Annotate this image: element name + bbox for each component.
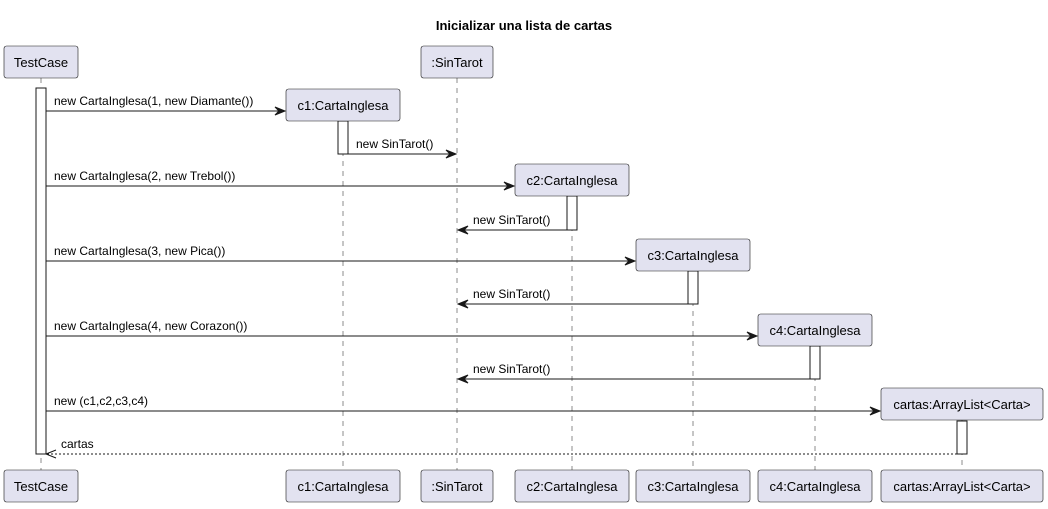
- message-label: cartas: [61, 437, 94, 451]
- activation-c1: [337, 120, 349, 155]
- activation-al: [956, 420, 968, 455]
- participant-al-top: cartas:ArrayList<Carta>: [880, 387, 1044, 421]
- message-label: new CartaInglesa(1, new Diamante()): [54, 94, 253, 108]
- participant-label: cartas:ArrayList<Carta>: [893, 479, 1030, 494]
- activation-tc: [35, 87, 47, 455]
- activation-c3: [687, 270, 699, 305]
- participant-label: c2:CartaInglesa: [526, 173, 618, 188]
- message-7: new CartaInglesa(4, new Corazon()): [46, 319, 759, 341]
- participant-al-bottom: cartas:ArrayList<Carta>: [880, 469, 1044, 503]
- participant-st-top: :SinTarot: [420, 45, 494, 79]
- message-label: new (c1,c2,c3,c4): [54, 394, 148, 408]
- activation-bars: [35, 87, 968, 455]
- participant-label: c2:CartaInglesa: [526, 479, 618, 494]
- message-6: new SinTarot(): [456, 287, 688, 309]
- activation-c2: [566, 195, 578, 231]
- message-1: new CartaInglesa(1, new Diamante()): [46, 94, 287, 116]
- participant-c4-bottom: c4:CartaInglesa: [757, 469, 873, 503]
- message-label: new SinTarot(): [473, 287, 550, 301]
- participant-st-bottom: :SinTarot: [420, 469, 494, 503]
- message-3: new CartaInglesa(2, new Trebol()): [46, 169, 516, 191]
- participant-c1-bottom: c1:CartaInglesa: [285, 469, 401, 503]
- participant-c4-top: c4:CartaInglesa: [757, 313, 873, 347]
- participant-tc-bottom: TestCase: [3, 469, 79, 503]
- message-label: new CartaInglesa(4, new Corazon()): [54, 319, 247, 333]
- message-9: new (c1,c2,c3,c4): [46, 394, 882, 416]
- message-5: new CartaInglesa(3, new Pica()): [46, 244, 637, 266]
- participant-c2-bottom: c2:CartaInglesa: [514, 469, 630, 503]
- activation-c4: [809, 345, 821, 380]
- participant-label: TestCase: [14, 479, 68, 494]
- participant-label: :SinTarot: [431, 479, 483, 494]
- participant-label: c1:CartaInglesa: [297, 479, 389, 494]
- participant-c3-top: c3:CartaInglesa: [635, 238, 751, 272]
- message-label: new CartaInglesa(3, new Pica()): [54, 244, 225, 258]
- participant-c1-top: c1:CartaInglesa: [285, 88, 401, 122]
- participant-label: cartas:ArrayList<Carta>: [893, 397, 1030, 412]
- message-label: new SinTarot(): [356, 137, 433, 151]
- participant-label: c4:CartaInglesa: [769, 323, 861, 338]
- message-label: new SinTarot(): [473, 362, 550, 376]
- message-8: new SinTarot(): [456, 362, 810, 384]
- participant-label: c3:CartaInglesa: [647, 479, 739, 494]
- message-4: new SinTarot(): [456, 213, 567, 235]
- message-label: new CartaInglesa(2, new Trebol()): [54, 169, 235, 183]
- participant-label: c4:CartaInglesa: [769, 479, 861, 494]
- participant-label: c3:CartaInglesa: [647, 248, 739, 263]
- message-10: cartas: [44, 437, 957, 459]
- participant-label: :SinTarot: [431, 55, 483, 70]
- participant-label: TestCase: [14, 55, 68, 70]
- message-2: new SinTarot(): [348, 137, 458, 159]
- participant-tc-top: TestCase: [3, 45, 79, 79]
- participant-c3-bottom: c3:CartaInglesa: [635, 469, 751, 503]
- participants: TestCaseTestCasec1:CartaInglesac1:CartaI…: [3, 45, 1044, 503]
- diagram-title: Inicializar una lista de cartas: [436, 18, 612, 33]
- participant-label: c1:CartaInglesa: [297, 98, 389, 113]
- participant-c2-top: c2:CartaInglesa: [514, 163, 630, 197]
- messages: new CartaInglesa(1, new Diamante()) new S…: [44, 94, 957, 459]
- message-label: new SinTarot(): [473, 213, 550, 227]
